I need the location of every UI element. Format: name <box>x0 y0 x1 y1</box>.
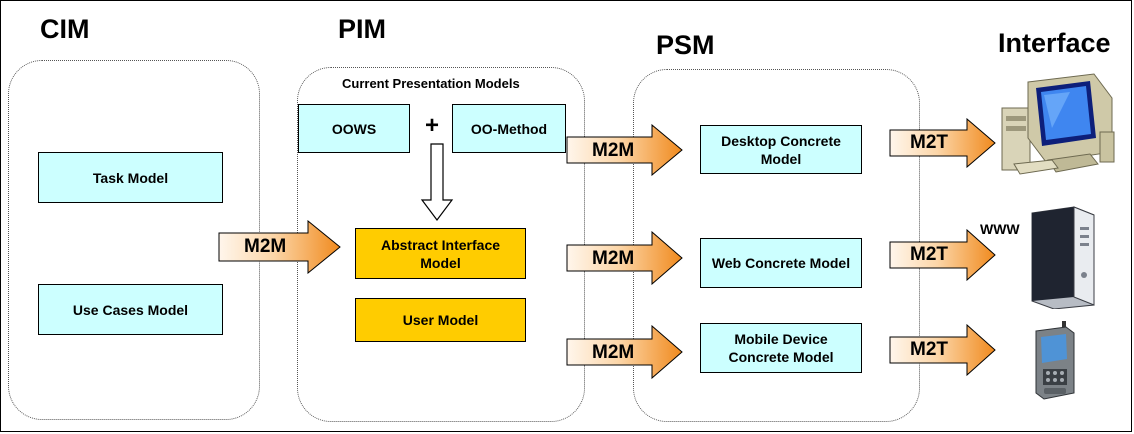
psm-title: PSM <box>656 30 715 60</box>
task-model-box: Task Model <box>38 152 223 203</box>
mobile-device-concrete-model-box: Mobile Device Concrete Model <box>700 323 862 373</box>
abstract-interface-model-box: Abstract Interface Model <box>355 228 526 279</box>
www-label: WWW <box>980 221 1020 237</box>
m2t-arrow-mobile <box>889 324 997 376</box>
oo-method-box: OO-Method <box>452 104 566 153</box>
pda-icon <box>1030 321 1078 406</box>
m2m-arrow-to-desktop <box>566 124 684 176</box>
m2t-arrow-desktop <box>889 118 997 168</box>
m2t-label-desktop: M2T <box>910 132 948 153</box>
combine-down-arrow <box>420 142 454 222</box>
m2m-label-to-mobile: M2M <box>592 342 635 363</box>
m2t-label-web: M2T <box>910 244 948 265</box>
m2m-label-to-web: M2M <box>592 248 635 269</box>
m2m-arrow-to-web <box>566 231 684 285</box>
desktop-concrete-model-box: Desktop Concrete Model <box>700 125 862 174</box>
cim-title: CIM <box>40 14 90 44</box>
m2m-label-cim-to-pim: M2M <box>244 236 287 257</box>
m2t-label-mobile: M2T <box>910 339 948 360</box>
web-concrete-model-box: Web Concrete Model <box>700 238 862 288</box>
oows-box: OOWS <box>298 104 410 153</box>
plus-sign: + <box>425 112 440 139</box>
m2t-arrow-web <box>889 229 997 281</box>
user-model-box: User Model <box>355 298 526 342</box>
interface-title: Interface <box>998 28 1111 58</box>
current-presentation-models-label: Current Presentation Models <box>342 76 520 91</box>
pim-title: PIM <box>338 14 387 44</box>
desktop-computer-icon <box>1000 68 1118 181</box>
web-server-icon <box>1030 205 1098 314</box>
m2m-label-to-desktop: M2M <box>592 140 635 161</box>
use-cases-model-box: Use Cases Model <box>38 284 223 335</box>
m2m-arrow-to-mobile <box>566 325 684 379</box>
m2m-arrow-cim-to-pim <box>218 220 342 274</box>
